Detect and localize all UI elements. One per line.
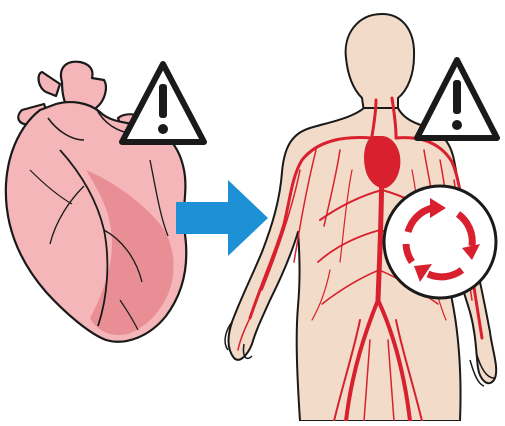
warning-triangle-icon [417,60,497,138]
body-head [346,14,414,112]
heart-vessel-top-left [39,72,60,96]
circulation-cycle-icon [384,186,496,298]
right-arrow-icon [176,180,268,256]
warning-triangle-icon [122,64,204,142]
